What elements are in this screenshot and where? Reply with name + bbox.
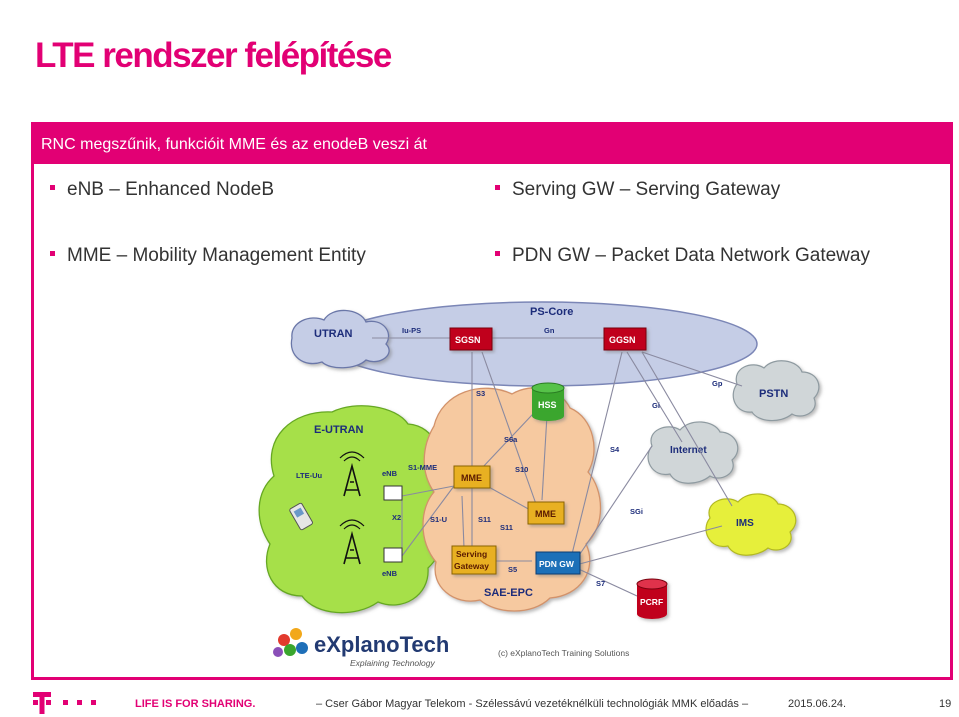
explanotech-credit: (c) eXplanoTech Training Solutions xyxy=(498,648,629,658)
iface-s1-u: S1-U xyxy=(430,515,447,524)
ggsn-label: GGSN xyxy=(609,335,636,345)
interface-labels: Iu-PS Gn S3 Gp Gi S6a S4 S10 S1-MME S1-U… xyxy=(296,326,723,588)
serving-gateway-label-1: Serving xyxy=(456,549,487,559)
sgsn-node xyxy=(449,327,493,351)
bullet-serving-gw: Serving GW – Serving Gateway xyxy=(495,179,780,201)
iface-s11: S11 xyxy=(478,515,491,524)
iface-sgi: SGi xyxy=(630,507,643,516)
e-utran-cloud xyxy=(258,405,447,614)
bullet-enb: eNB – Enhanced NodeB xyxy=(50,179,274,201)
iface-iu-ps: Iu-PS xyxy=(402,326,421,335)
iface-gn: Gn xyxy=(544,326,555,335)
utran-cloud xyxy=(290,309,390,369)
e-utran-label: E-UTRAN xyxy=(314,424,364,436)
iface-gp: Gp xyxy=(712,379,723,388)
iface-s6a: S6a xyxy=(504,435,518,444)
explanotech-tagline: Explaining Technology xyxy=(350,658,435,668)
pcrf-node xyxy=(636,578,668,619)
pcrf-label: PCRF xyxy=(640,597,663,607)
mme-label-2: MME xyxy=(535,509,556,519)
bullet-marker-icon xyxy=(50,185,55,191)
ims-cloud xyxy=(705,493,797,556)
explanotech-logo xyxy=(273,628,308,657)
sgsn-label: SGSN xyxy=(455,335,481,345)
explanotech-brand: eXplanoTech xyxy=(314,632,449,657)
ggsn-node xyxy=(603,327,647,351)
iface-s1-mme: S1-MME xyxy=(408,463,437,472)
hss-label: HSS xyxy=(538,400,557,410)
bullet-pdn-gw: PDN GW – Packet Data Network Gateway xyxy=(495,245,870,267)
bullet-marker-icon xyxy=(495,251,500,257)
pdn-gw-label: PDN GW xyxy=(539,559,575,569)
pdn-gw-node xyxy=(535,551,581,575)
footer-date: 2015.06.24. xyxy=(788,698,847,710)
hss-node xyxy=(531,382,565,421)
enb-box-icon xyxy=(383,547,403,563)
ims-label: IMS xyxy=(736,518,754,529)
mobile-phone-icon xyxy=(289,502,313,531)
sae-epc-label: SAE-EPC xyxy=(484,587,533,599)
iface-s5: S5 xyxy=(508,565,517,574)
ps-core-label: PS-Core xyxy=(530,306,573,318)
mme-node-2 xyxy=(527,501,565,525)
pstn-label: PSTN xyxy=(759,388,788,400)
iface-s11b: S11 xyxy=(500,523,513,532)
iface-s4: S4 xyxy=(610,445,620,454)
iface-enb-bottom: eNB xyxy=(382,569,398,578)
iface-lte-uu: LTE-Uu xyxy=(296,471,323,480)
lte-architecture-diagram: PS-Core UTRAN E-UTRAN SAE-EPC PSTN Inter… xyxy=(258,301,820,668)
iface-s7: S7 xyxy=(596,579,605,588)
iface-s3: S3 xyxy=(476,389,485,398)
utran-label: UTRAN xyxy=(314,328,353,340)
serving-gateway-node xyxy=(451,545,497,575)
footer-slogan: LIFE IS FOR SHARING. xyxy=(135,698,256,710)
bullet-mme: MME – Mobility Management Entity xyxy=(50,245,366,267)
bullet-marker-icon xyxy=(495,185,500,191)
enb-box-icon xyxy=(383,485,403,501)
page-title: LTE rendszer felépítése xyxy=(35,36,392,75)
iface-s10: S10 xyxy=(515,465,528,474)
panel-header: RNC megszűnik, funkcióit MME és az enode… xyxy=(34,125,950,164)
mme-node xyxy=(453,465,491,489)
pstn-cloud xyxy=(732,360,820,422)
footer-page-number: 19 xyxy=(939,698,952,710)
telekom-t-logo xyxy=(33,692,96,714)
bullet-marker-icon xyxy=(50,251,55,257)
serving-gateway-label-2: Gateway xyxy=(454,561,489,571)
mme-label: MME xyxy=(461,473,482,483)
enb-tower-icon xyxy=(339,519,365,565)
iface-enb-top: eNB xyxy=(382,469,398,478)
footer-author: – Cser Gábor Magyar Telekom - Szélessávú… xyxy=(316,698,749,710)
iface-x2: X2 xyxy=(392,513,401,522)
iface-gi: Gi xyxy=(652,401,660,410)
internet-cloud xyxy=(647,421,739,484)
internet-label: Internet xyxy=(670,445,707,456)
enb-tower-icon xyxy=(339,451,365,497)
